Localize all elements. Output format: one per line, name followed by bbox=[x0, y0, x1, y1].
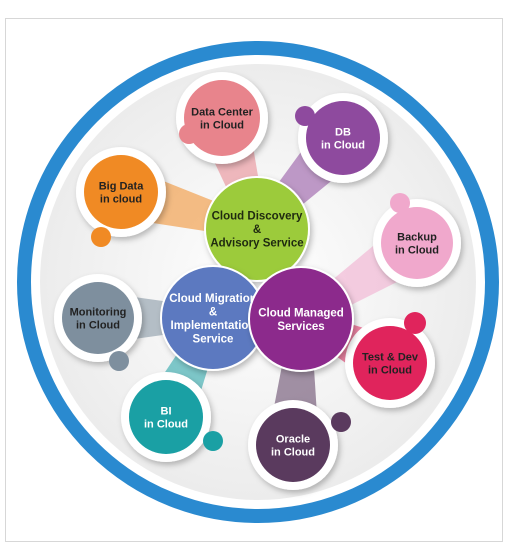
satellite-disc-monitoring bbox=[62, 282, 134, 354]
satellite-dot-backup bbox=[390, 193, 410, 213]
center-disc-managed bbox=[248, 266, 354, 372]
satellite-label-backup-2: in Cloud bbox=[395, 245, 439, 257]
center-label-discovery-3: Advisory Service bbox=[210, 238, 303, 250]
satellite-label-test-dev-2: in Cloud bbox=[368, 365, 412, 377]
satellite-disc-big-data bbox=[84, 155, 158, 229]
satellite-label-bi-2: in Cloud bbox=[144, 419, 188, 431]
satellite-label-test-dev-1: Test & Dev bbox=[362, 352, 419, 364]
satellite-label-big-data-1: Big Data bbox=[99, 181, 145, 193]
satellite-label-backup-1: Backup bbox=[397, 232, 437, 244]
center-discovery: Cloud Discovery& Advisory Service bbox=[204, 176, 310, 282]
center-label-managed-2: Services bbox=[277, 321, 324, 333]
satellite-dot-bi bbox=[203, 431, 223, 451]
center-disc-discovery bbox=[204, 176, 310, 282]
satellite-label-data-center-2: in Cloud bbox=[200, 120, 244, 132]
satellite-dot-db bbox=[295, 106, 315, 126]
satellite-disc-test-dev bbox=[353, 326, 427, 400]
center-label-discovery-1: Cloud Discovery bbox=[212, 211, 303, 223]
satellite-label-data-center-1: Data Center bbox=[191, 107, 253, 119]
satellite-dot-data-center bbox=[179, 124, 199, 144]
satellite-dot-monitoring bbox=[109, 351, 129, 371]
satellite-disc-db bbox=[306, 101, 380, 175]
satellite-label-oracle-1: Oracle bbox=[276, 434, 310, 446]
satellite-disc-data-center bbox=[184, 80, 260, 156]
satellite-dot-big-data bbox=[91, 227, 111, 247]
satellite-dot-test-dev bbox=[404, 312, 426, 334]
center-label-migration-3: Implementation bbox=[171, 320, 256, 332]
center-label-migration-2: & bbox=[209, 306, 217, 318]
satellite-label-big-data-2: in cloud bbox=[100, 194, 142, 206]
center-label-migration-4: Service bbox=[193, 333, 234, 345]
satellite-label-db-2: in Cloud bbox=[321, 140, 365, 152]
satellite-disc-backup bbox=[381, 207, 453, 279]
satellite-label-db-1: DB bbox=[335, 127, 351, 139]
satellite-label-monitoring-1: Monitoring bbox=[70, 307, 127, 319]
center-label-discovery-2: & bbox=[253, 224, 261, 236]
satellite-disc-oracle bbox=[256, 408, 330, 482]
center-label-managed-1: Cloud Managed bbox=[258, 307, 344, 319]
satellite-disc-bi bbox=[129, 380, 203, 454]
satellite-label-bi-1: BI bbox=[161, 406, 172, 418]
satellite-label-oracle-2: in Cloud bbox=[271, 447, 315, 459]
center-label-migration-1: Cloud Migration bbox=[169, 293, 257, 305]
satellite-dot-oracle bbox=[331, 412, 351, 432]
satellite-label-monitoring-2: in Cloud bbox=[76, 320, 120, 332]
